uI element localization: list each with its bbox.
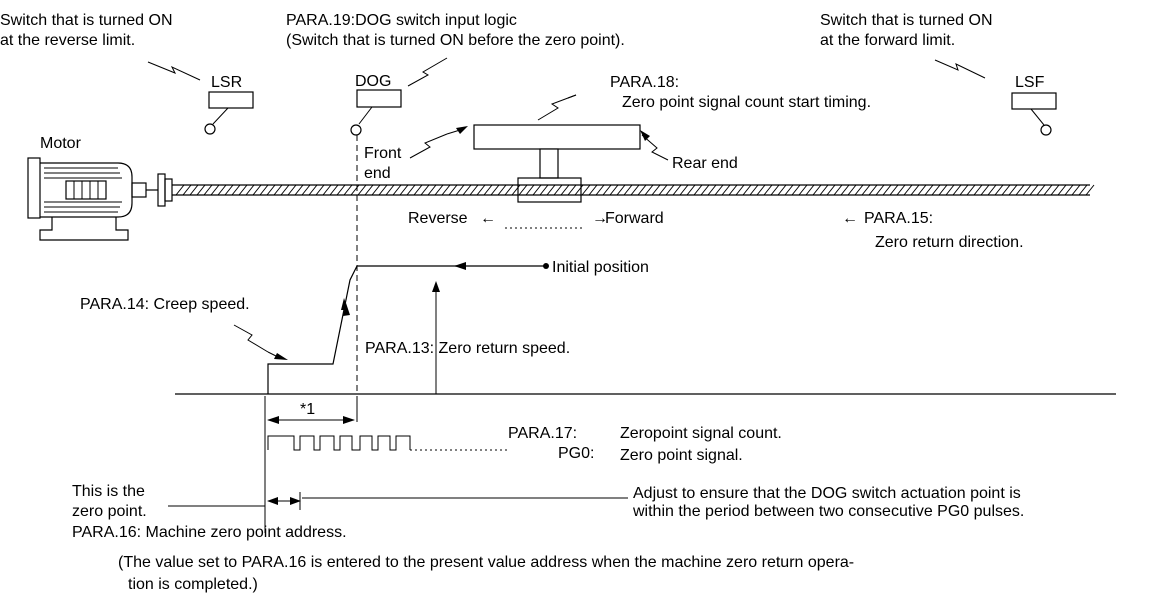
lsf-switch-roller (1040, 124, 1052, 136)
front-end-leader (409, 133, 448, 159)
rear-end-label: Rear end (672, 155, 738, 172)
pg0-text: Zero point signal. (620, 447, 743, 464)
dog-leader-zigzag (407, 57, 448, 87)
para18-label: PARA.18: (610, 74, 679, 91)
dog-label: DOG (355, 73, 391, 90)
dog-logic-note-line1: PARA.19:DOG switch input logic (286, 12, 517, 29)
rear-end-arrowhead (640, 130, 650, 141)
reverse-limit-note-line2: at the reverse limit. (0, 32, 135, 49)
forward-limit-note-line2: at the forward limit. (820, 32, 955, 49)
initial-position-dot (543, 263, 549, 269)
para16-note-line2: tion is completed.) (128, 576, 258, 593)
para13-arrowhead (432, 281, 440, 292)
lsr-switch-box (208, 91, 254, 109)
para16-label: PARA.16: Machine zero point address. (72, 524, 347, 541)
zero-point-label-line1: This is the (72, 483, 145, 500)
adjust-note-line2: within the period between two consecutiv… (632, 503, 1024, 520)
star1-label: *1 (300, 401, 315, 418)
pg0-label: PG0: (558, 445, 594, 462)
para15-arrow: ← (842, 210, 858, 227)
lsf-switch-box (1011, 92, 1057, 110)
forward-arrow: → (592, 210, 608, 227)
para16-note-line1: (The value set to PARA.16 is entered to … (118, 554, 854, 571)
motor-label: Motor (40, 135, 82, 152)
para18-leader-zigzag (537, 94, 577, 121)
lsr-switch-roller (204, 123, 216, 135)
para14-label: PARA.14: Creep speed. (80, 296, 250, 313)
lsr-switch-lever (212, 107, 229, 125)
para17-label: PARA.17: (508, 425, 577, 442)
para14-arrowhead (274, 353, 288, 360)
dog-switch-roller (350, 124, 362, 136)
zero-point-label-line2: zero point. (72, 503, 147, 520)
lsf-label: LSF (1015, 74, 1045, 91)
ball-screw (172, 184, 1095, 196)
adjust-note-line1: Adjust to ensure that the DOG switch act… (633, 485, 1021, 502)
pg0-pulse-train (267, 435, 411, 451)
para18-text: Zero point signal count start timing. (622, 94, 871, 111)
front-end-label-line2: end (364, 165, 391, 182)
carriage (473, 124, 641, 203)
para18-leader-tail (567, 94, 577, 99)
motor-drawing (27, 157, 173, 241)
dog-switch-lever (358, 106, 373, 125)
forward-limit-note-line1: Switch that is turned ON (820, 12, 993, 29)
dog-logic-note-line2: (Switch that is turned ON before the zer… (286, 32, 625, 49)
front-end-arrowhead (456, 126, 468, 134)
reverse-limit-note-line1: Switch that is turned ON (0, 12, 173, 29)
initial-position-label: Initial position (552, 259, 649, 276)
dog-switch-box (356, 89, 402, 108)
para14-leader (233, 324, 269, 353)
para15-text: Zero return direction. (875, 234, 1024, 251)
para17-text: Zeropoint signal count. (620, 425, 782, 442)
lsr-leader-zigzag (147, 61, 201, 81)
front-end-label-line1: Front (364, 145, 402, 162)
lsr-label: LSR (211, 74, 242, 91)
lsf-switch-lever (1030, 108, 1045, 126)
forward-label: Forward (605, 210, 664, 227)
speed-profile (267, 262, 549, 394)
lsf-leader-zigzag (934, 59, 986, 79)
rear-end-leader (641, 134, 669, 161)
reverse-label: Reverse (408, 210, 468, 227)
reverse-arrow: ← (480, 210, 496, 227)
para15-label: PARA.15: (864, 210, 933, 227)
para13-label: PARA.13: Zero return speed. (365, 340, 570, 357)
